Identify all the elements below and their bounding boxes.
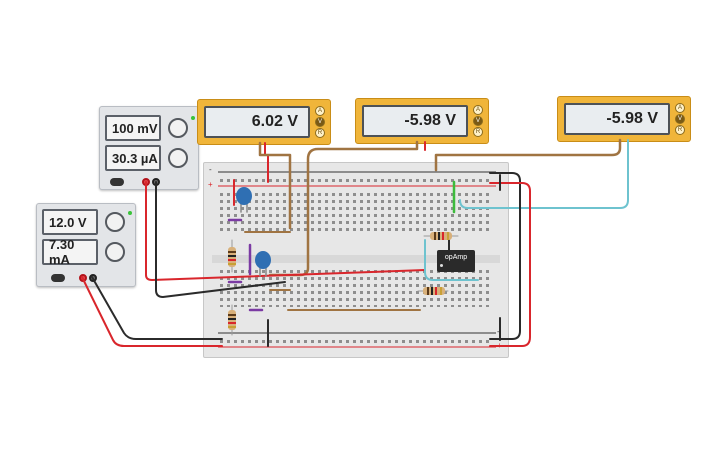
opamp-label: opAmp (444, 254, 468, 261)
psu2-led-icon (128, 211, 132, 215)
multimeter-2-reading: -5.98 V (404, 112, 456, 129)
wire-meter1-red-probe[interactable] (264, 142, 269, 183)
wire-psu1-red[interactable] (145, 181, 426, 281)
wire-meter1-brown-probe[interactable] (258, 141, 292, 230)
psu2-voltage-value: 12.0 V (49, 214, 87, 230)
psu2-power-switch[interactable] (51, 274, 65, 282)
psu1-led-icon (191, 116, 195, 120)
psu1-voltage-value: 100 mV (112, 120, 158, 136)
psu1-power-switch[interactable] (110, 178, 124, 186)
resistor-3[interactable] (423, 232, 459, 240)
psu2-voltage-knob[interactable] (105, 212, 125, 232)
psu2-current-knob[interactable] (105, 242, 125, 262)
wire-teal-opamp-link[interactable] (424, 239, 479, 281)
multimeter-3-screen: -5.98 V (564, 103, 670, 135)
resistor-2[interactable] (228, 304, 236, 336)
multimeter-3-ohm-button[interactable]: R (675, 125, 685, 135)
multimeter-2-volt-button[interactable]: V (473, 116, 483, 126)
multimeter-2[interactable]: -5.98 V A V R (355, 98, 489, 144)
psu1-voltage-knob[interactable] (168, 118, 188, 138)
multimeter-3[interactable]: -5.98 V A V R (557, 96, 691, 142)
multimeter-1[interactable]: 6.02 V A V R (197, 99, 331, 145)
wire-right-black-loop[interactable] (489, 172, 521, 340)
power-supply-2[interactable]: 12.0 V 7.30 mA (36, 203, 136, 287)
power-supply-1[interactable]: 100 mV 30.3 µA (99, 106, 199, 190)
capacitor-2[interactable] (255, 251, 271, 277)
psu1-voltage-display: 100 mV (105, 115, 161, 141)
multimeter-1-screen: 6.02 V (204, 106, 310, 138)
wire-meter2-brown-probe[interactable] (268, 140, 419, 277)
psu2-voltage-display: 12.0 V (42, 209, 98, 235)
center-channel (212, 255, 500, 263)
wire-meter3-teal-probe[interactable] (459, 139, 629, 209)
opamp-chip[interactable]: opAmp (437, 250, 475, 272)
resistor-4[interactable] (417, 287, 449, 295)
wire-psu2-black[interactable] (91, 276, 223, 340)
wire-right-red-loop[interactable] (489, 182, 531, 347)
multimeter-3-amp-button[interactable]: A (675, 103, 685, 113)
upper-terminal-holes (220, 193, 492, 231)
bottom-rail-holes (220, 336, 492, 344)
multimeter-2-screen: -5.98 V (362, 105, 468, 137)
wire-meter3-brown-probe[interactable] (434, 138, 622, 172)
capacitor-1[interactable] (236, 187, 252, 213)
wire-psu1-black[interactable] (155, 181, 286, 298)
top-rail-minus-sign: - (209, 165, 212, 174)
multimeter-1-volt-button[interactable]: V (315, 117, 325, 127)
psu1-current-display: 30.3 µA (105, 145, 161, 171)
multimeter-2-amp-button[interactable]: A (473, 105, 483, 115)
multimeter-1-ohm-button[interactable]: R (315, 128, 325, 138)
top-rail-plus-sign: + (208, 180, 213, 189)
opamp-pin1-dot-icon (440, 264, 443, 267)
top-rail-holes (220, 175, 492, 183)
psu2-current-display: 7.30 mA (42, 237, 98, 267)
wire-psu2-red[interactable] (81, 276, 223, 347)
multimeter-2-ohm-button[interactable]: R (473, 127, 483, 137)
psu1-current-knob[interactable] (168, 148, 188, 168)
psu2-current-value: 7.30 mA (49, 237, 75, 267)
multimeter-1-reading: 6.02 V (251, 113, 298, 130)
resistor-1[interactable] (228, 239, 236, 273)
multimeter-1-amp-button[interactable]: A (315, 106, 325, 116)
multimeter-3-volt-button[interactable]: V (675, 114, 685, 124)
multimeter-3-reading: -5.98 V (606, 110, 658, 127)
psu1-current-value: 30.3 µA (112, 150, 158, 166)
bottom-rail-minus-sign: - (497, 327, 500, 336)
